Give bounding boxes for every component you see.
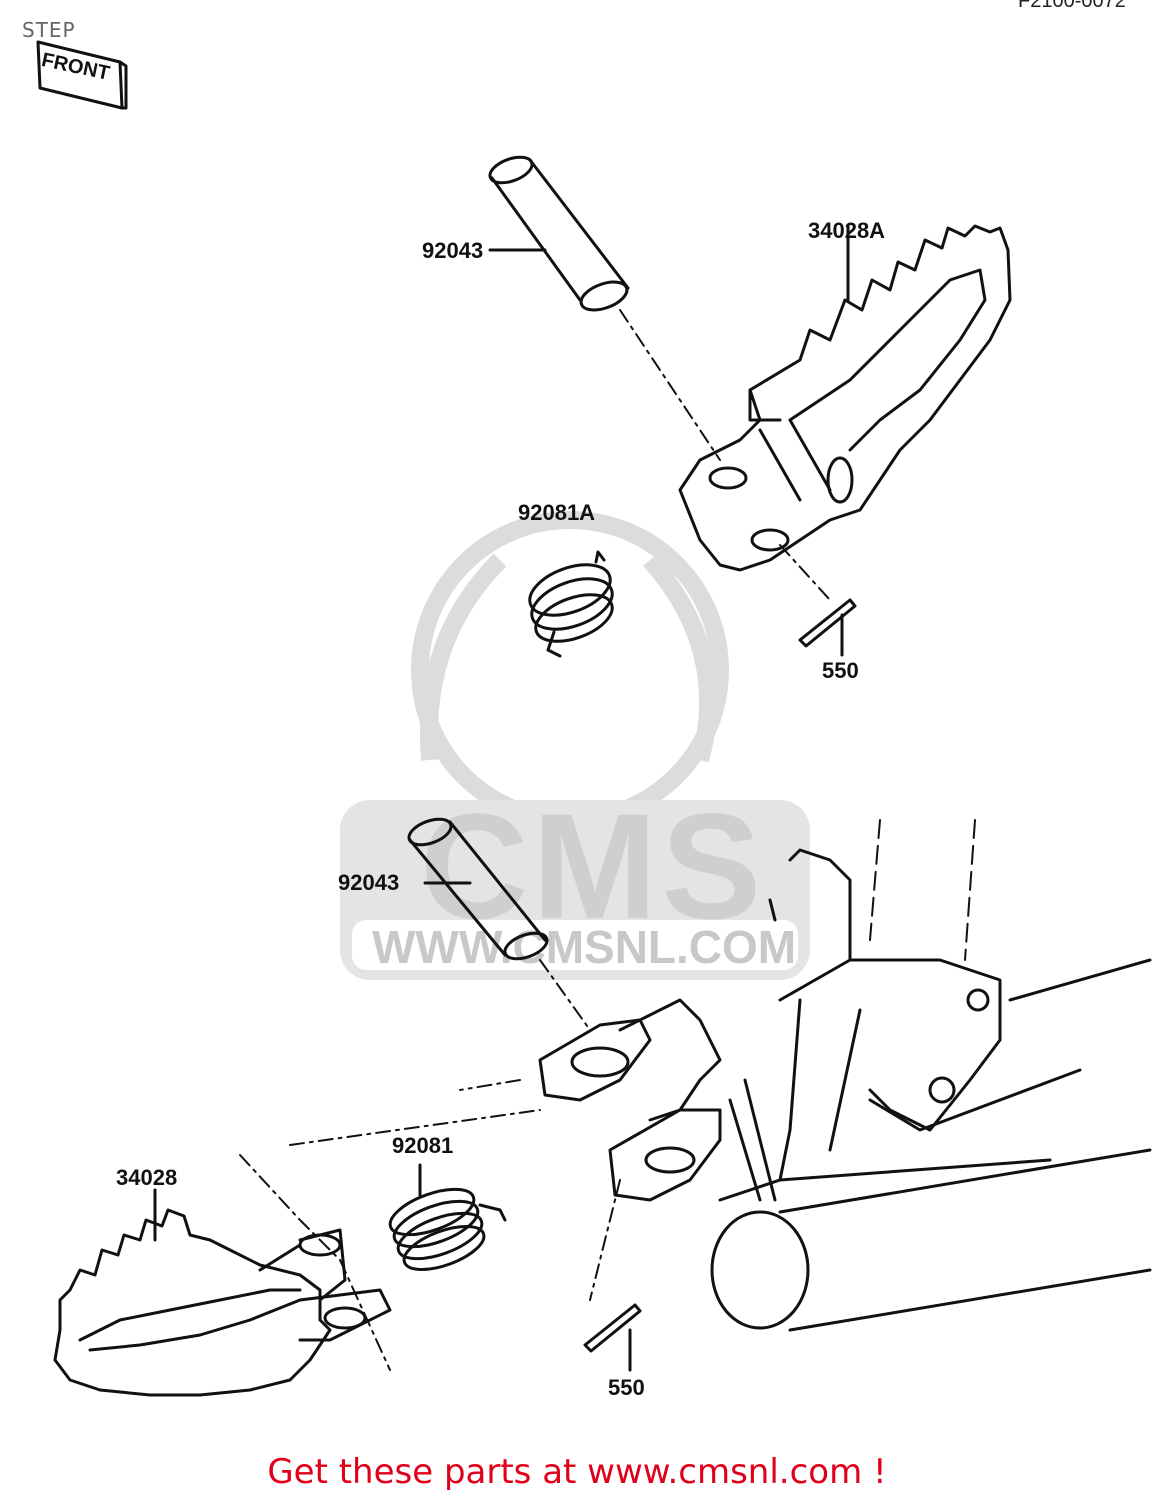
callout-spring-upper[interactable]: 92081A: [518, 500, 596, 525]
axis-bracket: [459, 1079, 521, 1091]
pin-upper-drawing: [488, 155, 630, 312]
watermark-url: WWW.CMSNL.COM: [372, 921, 797, 973]
axis-spring-lower: [289, 1109, 541, 1146]
callout-cotter-upper[interactable]: 550: [822, 658, 859, 683]
callout-pin-lower[interactable]: 92043: [338, 870, 400, 895]
footpeg-lower-drawing: [53, 1208, 392, 1397]
pin-lower-drawing: [407, 817, 549, 961]
cotter-upper-drawing: [798, 598, 857, 648]
axis-footpeg-lower: [239, 1154, 391, 1371]
axis-cotter-lower: [589, 1179, 621, 1301]
callout-pin-upper[interactable]: 92043: [422, 238, 484, 263]
diagram-title: STEP: [22, 18, 76, 42]
axis-pin-upper: [619, 309, 721, 461]
spring-lower-drawing: [388, 1187, 507, 1271]
frame-bracket-drawing: [538, 819, 1152, 1332]
axis-pin-lower: [539, 959, 591, 1031]
callout-spring-lower[interactable]: 92081: [392, 1133, 454, 1158]
front-tag-outline: [36, 40, 128, 110]
spring-upper-drawing: [528, 550, 614, 658]
cotter-lower-drawing: [583, 1303, 642, 1353]
callout-footpeg-upper[interactable]: 34028A: [808, 218, 886, 243]
footer-link[interactable]: Get these parts at www.cmsnl.com !: [267, 1452, 887, 1492]
footpeg-upper-drawing: [678, 224, 1012, 572]
callout-cotter-lower[interactable]: 550: [608, 1375, 645, 1400]
axis-cotter-upper: [779, 544, 831, 601]
diagram-code: F2100-0072: [1018, 0, 1126, 12]
callout-footpeg-lower[interactable]: 34028: [116, 1165, 178, 1190]
